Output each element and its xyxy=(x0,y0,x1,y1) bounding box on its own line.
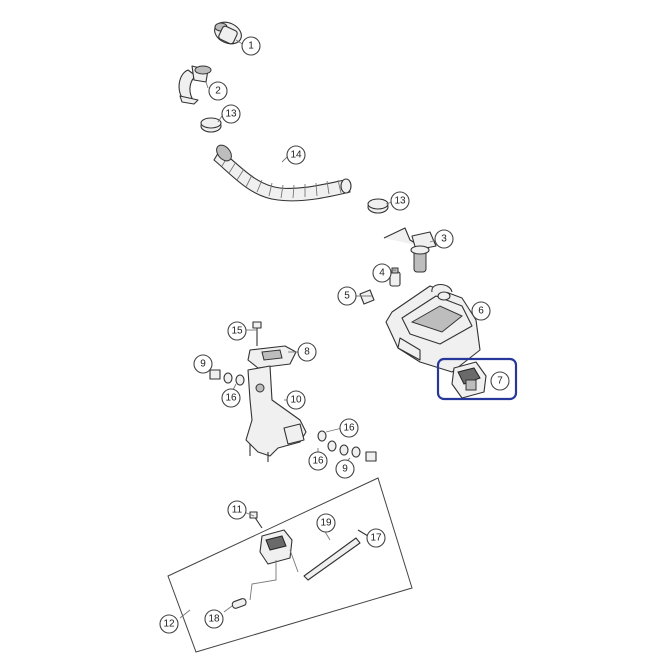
callout-8: 8 xyxy=(297,342,317,362)
svg-text:16: 16 xyxy=(312,456,324,467)
part-16-washers-left xyxy=(223,372,245,386)
part-13-clamp-upper xyxy=(200,117,222,133)
part-9-nut-left xyxy=(209,369,221,380)
callout-19: 19 xyxy=(316,513,336,533)
part-17-pin xyxy=(357,529,369,537)
svg-text:12: 12 xyxy=(163,619,175,630)
callout-2: 2 xyxy=(208,81,228,101)
svg-text:16: 16 xyxy=(225,393,237,404)
svg-text:9: 9 xyxy=(200,359,206,370)
part-12-module xyxy=(249,529,299,601)
svg-text:13: 13 xyxy=(225,109,237,120)
svg-text:1: 1 xyxy=(248,41,254,52)
part-7-highlight-box[interactable] xyxy=(436,357,518,401)
callout-1: 1 xyxy=(241,36,261,56)
svg-text:13: 13 xyxy=(394,196,406,207)
callout-17: 17 xyxy=(366,528,386,548)
part-12-kit-outline xyxy=(167,477,413,653)
part-8-bracket xyxy=(247,345,297,369)
part-6-housing xyxy=(385,283,481,373)
callout-16-left: 16 xyxy=(221,388,241,408)
part-10-mount-bracket xyxy=(245,365,307,462)
svg-text:15: 15 xyxy=(231,326,243,337)
part-18-plug xyxy=(231,598,247,609)
part-11-screw xyxy=(249,511,263,529)
part-5-fitting xyxy=(359,289,375,305)
svg-text:19: 19 xyxy=(320,518,332,529)
svg-text:9: 9 xyxy=(342,464,348,475)
part-19-rod xyxy=(303,537,361,581)
callout-13-upper: 13 xyxy=(221,104,241,124)
callout-4: 4 xyxy=(372,263,392,283)
callout-13-lower: 13 xyxy=(390,191,410,211)
svg-text:2: 2 xyxy=(215,86,221,97)
svg-text:14: 14 xyxy=(290,150,302,161)
svg-text:5: 5 xyxy=(344,291,350,302)
part-15-bolt xyxy=(252,321,262,346)
svg-text:16: 16 xyxy=(343,423,355,434)
part-14-corrugated-hose xyxy=(213,144,352,202)
part-3-breather-valve xyxy=(383,227,437,273)
part-13-clamp-lower xyxy=(367,198,389,214)
callout-9-right: 9 xyxy=(335,459,355,479)
svg-text:10: 10 xyxy=(290,395,302,406)
svg-text:4: 4 xyxy=(379,268,385,279)
part-9-nut-right xyxy=(365,451,377,462)
part-2-elbow-fitting xyxy=(178,65,212,105)
callout-11: 11 xyxy=(227,500,247,520)
callout-10: 10 xyxy=(286,390,306,410)
callout-18: 18 xyxy=(204,609,224,629)
svg-text:3: 3 xyxy=(441,234,447,245)
callout-5: 5 xyxy=(337,286,357,306)
callout-16-right: 16 xyxy=(339,418,359,438)
callout-14: 14 xyxy=(286,145,306,165)
callout-16-lower: 16 xyxy=(308,451,328,471)
svg-text:6: 6 xyxy=(478,306,484,317)
callout-9-left: 9 xyxy=(193,354,213,374)
callout-6: 6 xyxy=(471,301,491,321)
part-7-sensor[interactable] xyxy=(451,361,487,399)
callout-3: 3 xyxy=(434,229,454,249)
svg-text:11: 11 xyxy=(232,505,243,516)
svg-text:7: 7 xyxy=(497,376,503,387)
part-1-cap xyxy=(214,21,242,45)
callout-15: 15 xyxy=(227,321,247,341)
svg-text:18: 18 xyxy=(208,614,220,625)
svg-text:17: 17 xyxy=(370,533,382,544)
callout-7[interactable]: 7 xyxy=(490,371,510,391)
callout-12: 12 xyxy=(159,614,179,634)
part-16-washers-right xyxy=(317,430,361,458)
svg-text:8: 8 xyxy=(304,347,310,358)
